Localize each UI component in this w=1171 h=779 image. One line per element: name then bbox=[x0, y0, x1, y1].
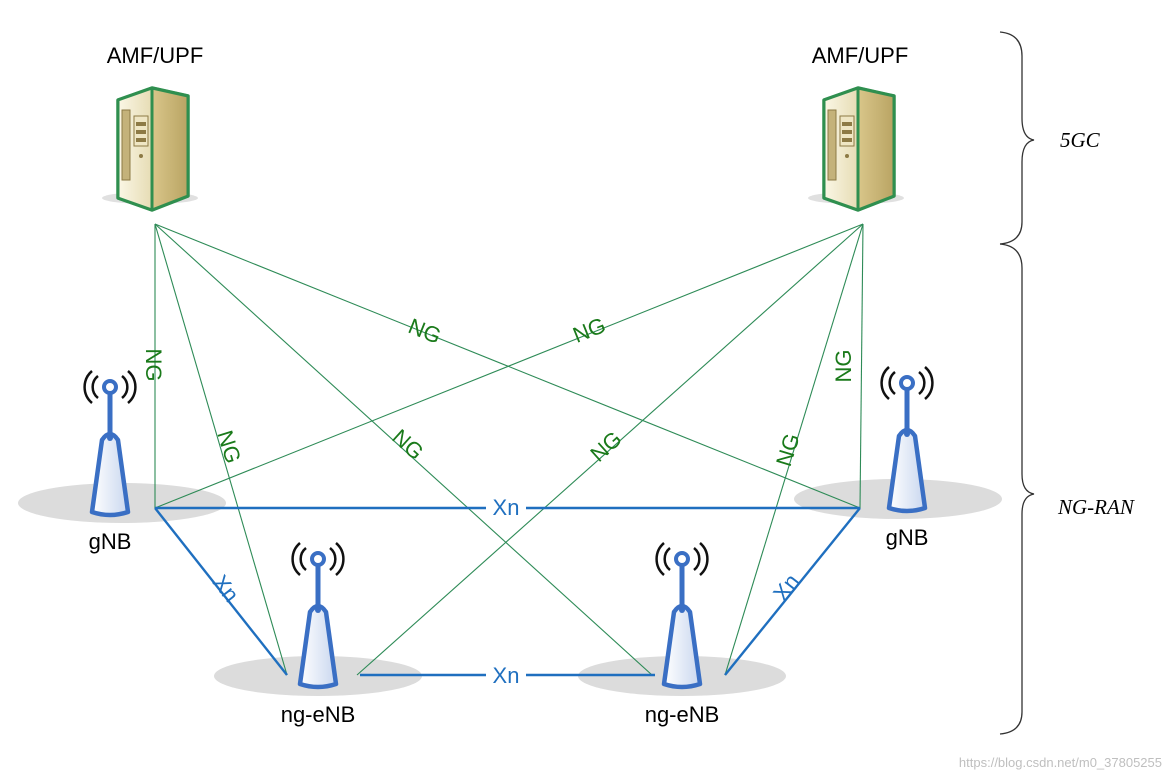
gnb-left: gNB bbox=[85, 371, 136, 554]
gnb-right-label: gNB bbox=[886, 525, 929, 550]
ng-label: NG bbox=[831, 350, 856, 383]
xn-label: Xn bbox=[493, 495, 520, 520]
ng-label: NG bbox=[771, 430, 805, 469]
xn-label: Xn bbox=[768, 569, 804, 606]
server-icon bbox=[806, 86, 906, 212]
ng-link bbox=[724, 223, 864, 676]
ngenb-left: ng-eNB bbox=[281, 543, 356, 727]
xn-links bbox=[154, 506, 861, 677]
core-region-brace bbox=[999, 31, 1035, 245]
gnb-right: gNB bbox=[882, 367, 933, 550]
gnb-left-label: gNB bbox=[89, 529, 132, 554]
ng-link bbox=[154, 223, 288, 676]
ran-region-label: NG-RAN bbox=[1057, 495, 1135, 519]
ngenb-right-label: ng-eNB bbox=[645, 702, 720, 727]
ng-label: NG bbox=[405, 313, 445, 349]
xn-label: Xn bbox=[493, 663, 520, 688]
ngenb-right: ng-eNB bbox=[645, 543, 720, 727]
ng-label: NG bbox=[585, 426, 626, 467]
xn-label: Xn bbox=[208, 570, 244, 607]
ng-link bbox=[154, 223, 653, 676]
ng-label: NG bbox=[141, 349, 166, 382]
ng-link bbox=[859, 223, 864, 509]
ng-label: NG bbox=[387, 424, 428, 465]
ngenb-left-label: ng-eNB bbox=[281, 702, 356, 727]
amf-upf-left-label: AMF/UPF bbox=[107, 43, 204, 68]
amf-upf-right: AMF/UPF bbox=[806, 43, 909, 212]
watermark: https://blog.csdn.net/m0_37805255 bbox=[959, 755, 1162, 770]
amf-upf-left: AMF/UPF bbox=[100, 43, 204, 212]
xn-link bbox=[154, 507, 288, 676]
ng-link bbox=[356, 223, 864, 676]
amf-upf-right-label: AMF/UPF bbox=[812, 43, 909, 68]
ng-link bbox=[154, 223, 861, 509]
core-region-label: 5GC bbox=[1060, 128, 1101, 152]
ng-label: NG bbox=[212, 427, 246, 466]
ran-region-brace bbox=[999, 243, 1035, 735]
xn-link bbox=[724, 507, 861, 676]
server-icon bbox=[100, 86, 200, 212]
ng-label: NG bbox=[569, 312, 609, 348]
ng-link bbox=[154, 223, 864, 509]
ng-links bbox=[154, 223, 864, 676]
